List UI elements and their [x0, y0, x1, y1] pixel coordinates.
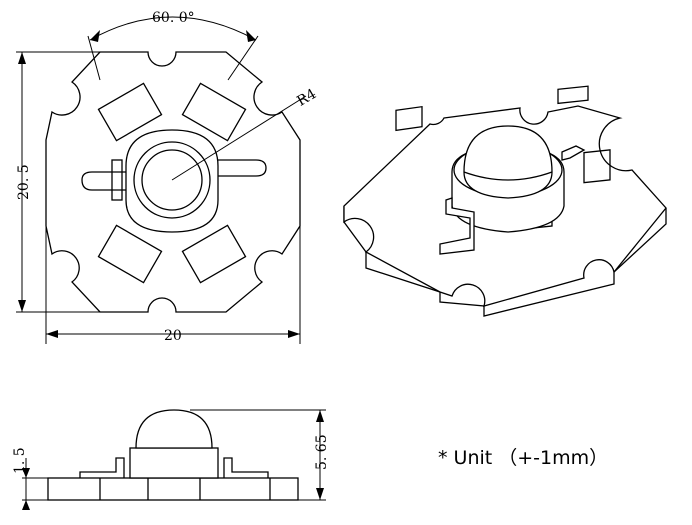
radius-label: R4	[294, 86, 319, 110]
angle-arc	[89, 16, 257, 41]
pad-top-left	[97, 82, 163, 142]
side-led-body	[129, 447, 219, 479]
iso-pad-4	[557, 85, 589, 105]
angle-ext-left	[87, 35, 101, 81]
width-arrow-left	[46, 330, 58, 338]
angle-label: 60. 0°	[152, 10, 195, 26]
angle-arrow-left	[90, 30, 100, 42]
width-arrow-right	[288, 330, 300, 338]
iso-pad-3	[583, 149, 611, 184]
base-thickness-label: 1. 5	[12, 447, 28, 474]
led-ring-outer	[133, 141, 211, 219]
unit-note: * Unit （+-1mm）	[438, 447, 609, 469]
total-arrow-top	[316, 410, 324, 422]
base-arrow-bottom	[22, 500, 30, 510]
iso-pad-1	[395, 105, 423, 132]
side-board	[47, 477, 299, 501]
iso-led-dome	[463, 125, 553, 199]
pad-top-right	[181, 82, 247, 142]
radius-leader	[171, 95, 307, 181]
height-label: 20. 5	[16, 164, 32, 200]
height-arrow-bottom	[18, 300, 26, 312]
top-view: 60. 0° R4 20. 5 20	[16, 10, 319, 344]
iso-lead-left	[439, 197, 475, 255]
star-board-outline	[45, 51, 301, 313]
side-view: 1. 5 5. 65	[12, 409, 330, 510]
isometric-view	[343, 85, 667, 317]
base-arrow-top	[22, 468, 30, 478]
lead-notch	[111, 159, 123, 201]
width-label: 20	[164, 328, 182, 344]
angle-arrow-right	[246, 30, 256, 42]
pad-bottom-right	[181, 224, 247, 284]
side-led-dome	[135, 409, 213, 449]
height-arrow-top	[18, 52, 26, 64]
total-height-label: 5. 65	[314, 434, 330, 470]
side-lead-left	[79, 457, 125, 478]
side-lead-right	[223, 457, 269, 478]
iso-led-dome-seam	[463, 171, 553, 181]
iso-lead-right	[561, 145, 586, 161]
led-lens	[141, 149, 203, 211]
led-housing	[125, 129, 219, 233]
angle-ext-right	[227, 35, 259, 81]
pad-bottom-left	[97, 224, 163, 284]
lead-left	[81, 171, 126, 191]
lead-right	[218, 159, 267, 177]
total-arrow-bottom	[316, 488, 324, 500]
